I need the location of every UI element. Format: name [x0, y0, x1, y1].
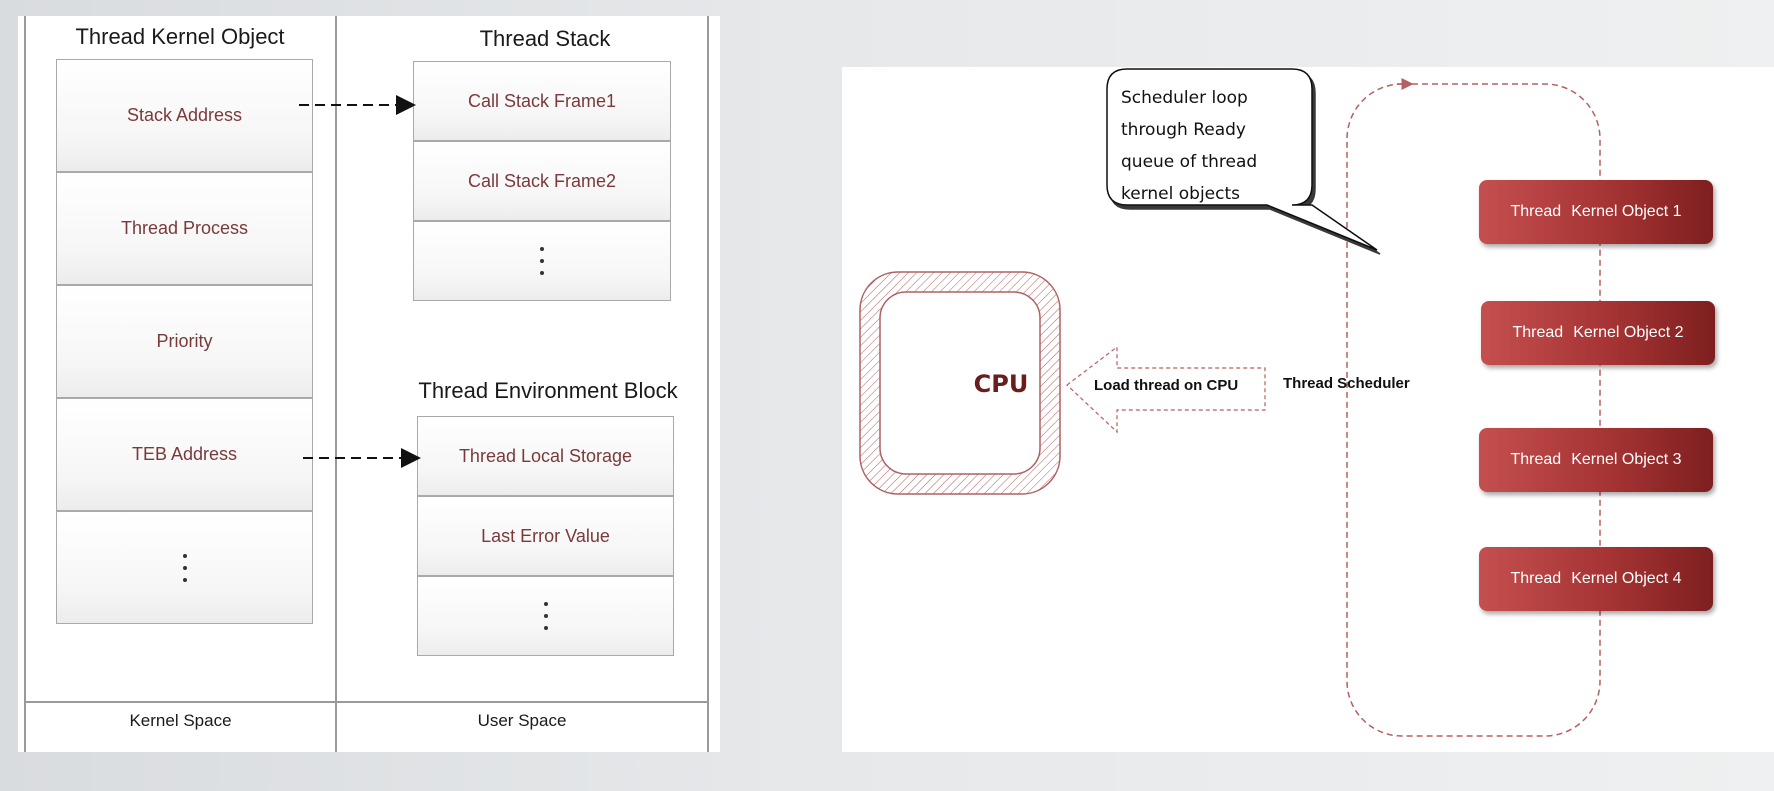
call-stack-frame2-cell: Call Stack Frame2	[413, 141, 671, 221]
pointer-arrows	[299, 95, 421, 468]
footer-divider	[24, 701, 709, 703]
thread-kernel-object-title: Thread Kernel Object	[75, 24, 285, 49]
kernel-space-label: Kernel Space	[129, 711, 232, 730]
teb-address-cell: TEB Address	[56, 398, 313, 511]
call-stack-frame1-cell: Call Stack Frame1	[413, 61, 671, 141]
speech-bubble	[1106, 68, 1378, 251]
teb-title: Thread Environment Block	[418, 378, 678, 403]
stack-address-cell: Stack Address	[56, 59, 313, 172]
scheduler-diagram	[859, 68, 1601, 737]
cpu-label: CPU	[973, 370, 1029, 398]
kernel-user-divider	[335, 16, 337, 752]
thread-scheduler-label: Thread Scheduler	[1283, 375, 1410, 392]
priority-cell: Priority	[56, 285, 313, 398]
thread-local-storage-cell: Thread Local Storage	[417, 416, 674, 496]
scheduler-bubble-text: Scheduler loop through Ready queue of th…	[1121, 88, 1258, 204]
thread-process-cell: Thread Process	[56, 172, 313, 285]
thread-stack-title: Thread Stack	[479, 26, 611, 51]
left-border	[24, 16, 26, 752]
thread-scheduler-panel: Scheduler loop through Ready queue of th…	[842, 67, 1774, 752]
stack-more-cell	[413, 221, 671, 301]
load-thread-arrow	[1066, 345, 1266, 434]
teb-more-cell	[417, 576, 674, 656]
cpu-inner	[879, 291, 1041, 475]
scheduler-loop-path	[1346, 83, 1601, 737]
last-error-value-cell: Last Error Value	[417, 496, 674, 576]
user-space-label: User Space	[477, 711, 567, 730]
thread-structures-panel: Thread Kernel Object Thread Stack Thread…	[18, 16, 720, 752]
load-thread-label: Load thread on CPU	[1094, 377, 1239, 394]
kernel-more-cell	[56, 511, 313, 624]
right-border	[707, 16, 709, 752]
